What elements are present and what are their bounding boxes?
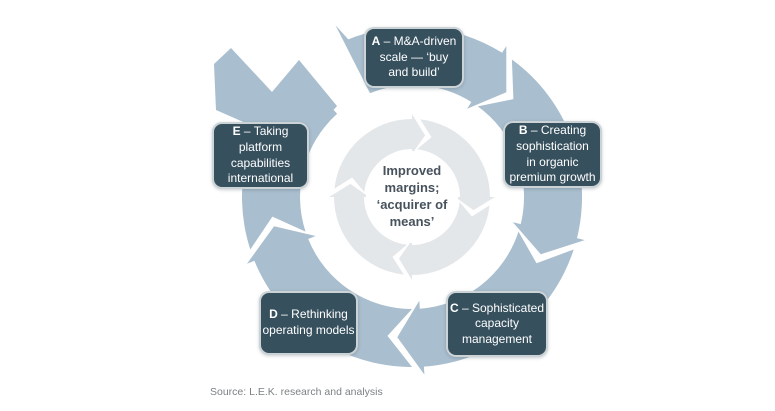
box-line: capabilities	[230, 155, 291, 170]
box-letter: E	[232, 124, 241, 139]
center-line: means’	[389, 213, 435, 229]
cycle-box-b: B – Creating sophistication in organic p…	[503, 121, 602, 188]
box-line: management	[461, 331, 533, 346]
box-line: international	[227, 171, 294, 186]
center-line: ‘acquirer of	[376, 196, 448, 212]
center-label: Improved margins; ‘acquirer of means’	[342, 163, 482, 231]
box-line: sophistication	[516, 138, 589, 153]
center-line: margins;	[384, 179, 440, 195]
box-line: E – Taking	[232, 124, 289, 139]
outer-ring-torn-spikes	[214, 48, 337, 144]
inner-ring-segment	[398, 202, 490, 280]
cycle-box-c: C – Sophisticated capacity management	[446, 291, 548, 357]
inner-ring-segment	[334, 114, 426, 192]
box-letter: A	[371, 34, 381, 49]
box-line: B – Creating	[518, 123, 587, 138]
center-line: Improved	[382, 163, 442, 178]
box-letter: B	[518, 123, 528, 138]
box-letter: D	[269, 307, 278, 322]
box-line: scale — ‘buy	[379, 49, 449, 64]
box-line: premium growth	[509, 170, 596, 185]
box-line: in organic	[526, 154, 579, 169]
cycle-box-d: D – Rethinking operating models	[259, 291, 358, 355]
box-line: A – M&A-driven	[371, 34, 457, 49]
cycle-box-e: E – Taking platform capabilities interna…	[212, 122, 309, 189]
box-line: and build’	[388, 65, 440, 80]
box-line: C – Sophisticated	[449, 300, 545, 315]
inner-ring-segment	[417, 119, 495, 211]
box-line: capacity	[474, 316, 520, 331]
center-hub-circle	[366, 151, 458, 243]
box-line: D – Rethinking	[269, 307, 348, 322]
cycle-box-a: A – M&A-driven scale — ‘buy and build’	[364, 27, 464, 88]
box-letter: C	[449, 300, 459, 315]
box-line: platform	[238, 139, 283, 154]
source-note: Source: L.E.K. research and analysis	[210, 386, 383, 398]
inner-ring-segment	[329, 183, 407, 275]
box-line: operating models	[262, 323, 355, 337]
